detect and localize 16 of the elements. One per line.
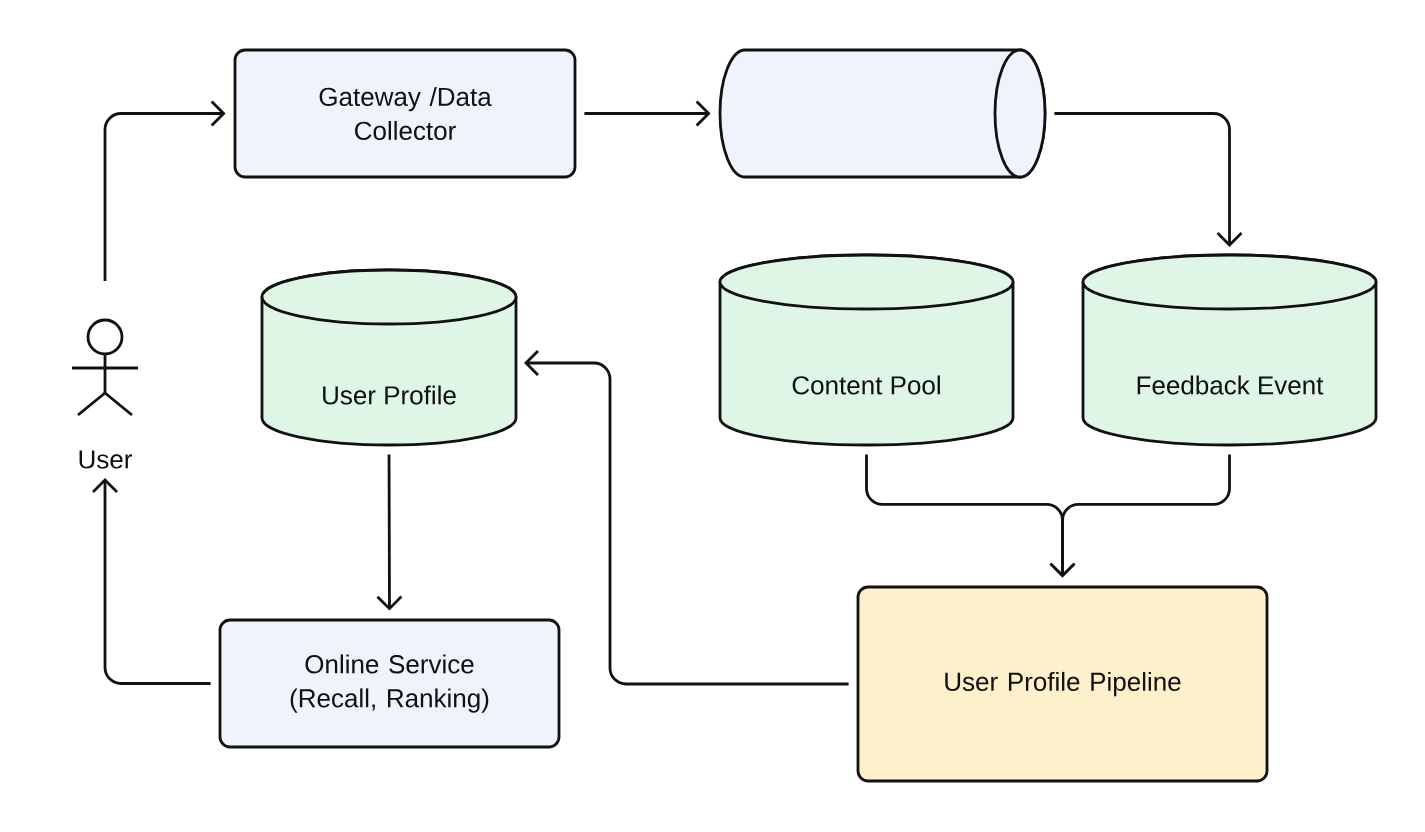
arrow: [376, 454, 403, 611]
process-box: User Profile Pipeline: [856, 585, 1269, 783]
arrow: [584, 100, 711, 127]
node-label: User: [79, 450, 132, 469]
arrow: [103, 100, 226, 281]
arrow: [92, 478, 211, 685]
database-cylinder: Feedback Event: [1081, 253, 1378, 447]
database-cylinder: User Profile: [260, 268, 518, 447]
cylinder: [718, 48, 1047, 179]
process-box: Gateway /Data Collector: [233, 48, 577, 179]
arrow: [1054, 112, 1243, 247]
arrow: [524, 350, 849, 686]
process-box: Online Service (Recall, Ranking): [218, 618, 561, 749]
arrow: [1049, 454, 1231, 578]
user-figure: User: [72, 318, 138, 469]
database-cylinder: Content Pool: [718, 253, 1015, 447]
